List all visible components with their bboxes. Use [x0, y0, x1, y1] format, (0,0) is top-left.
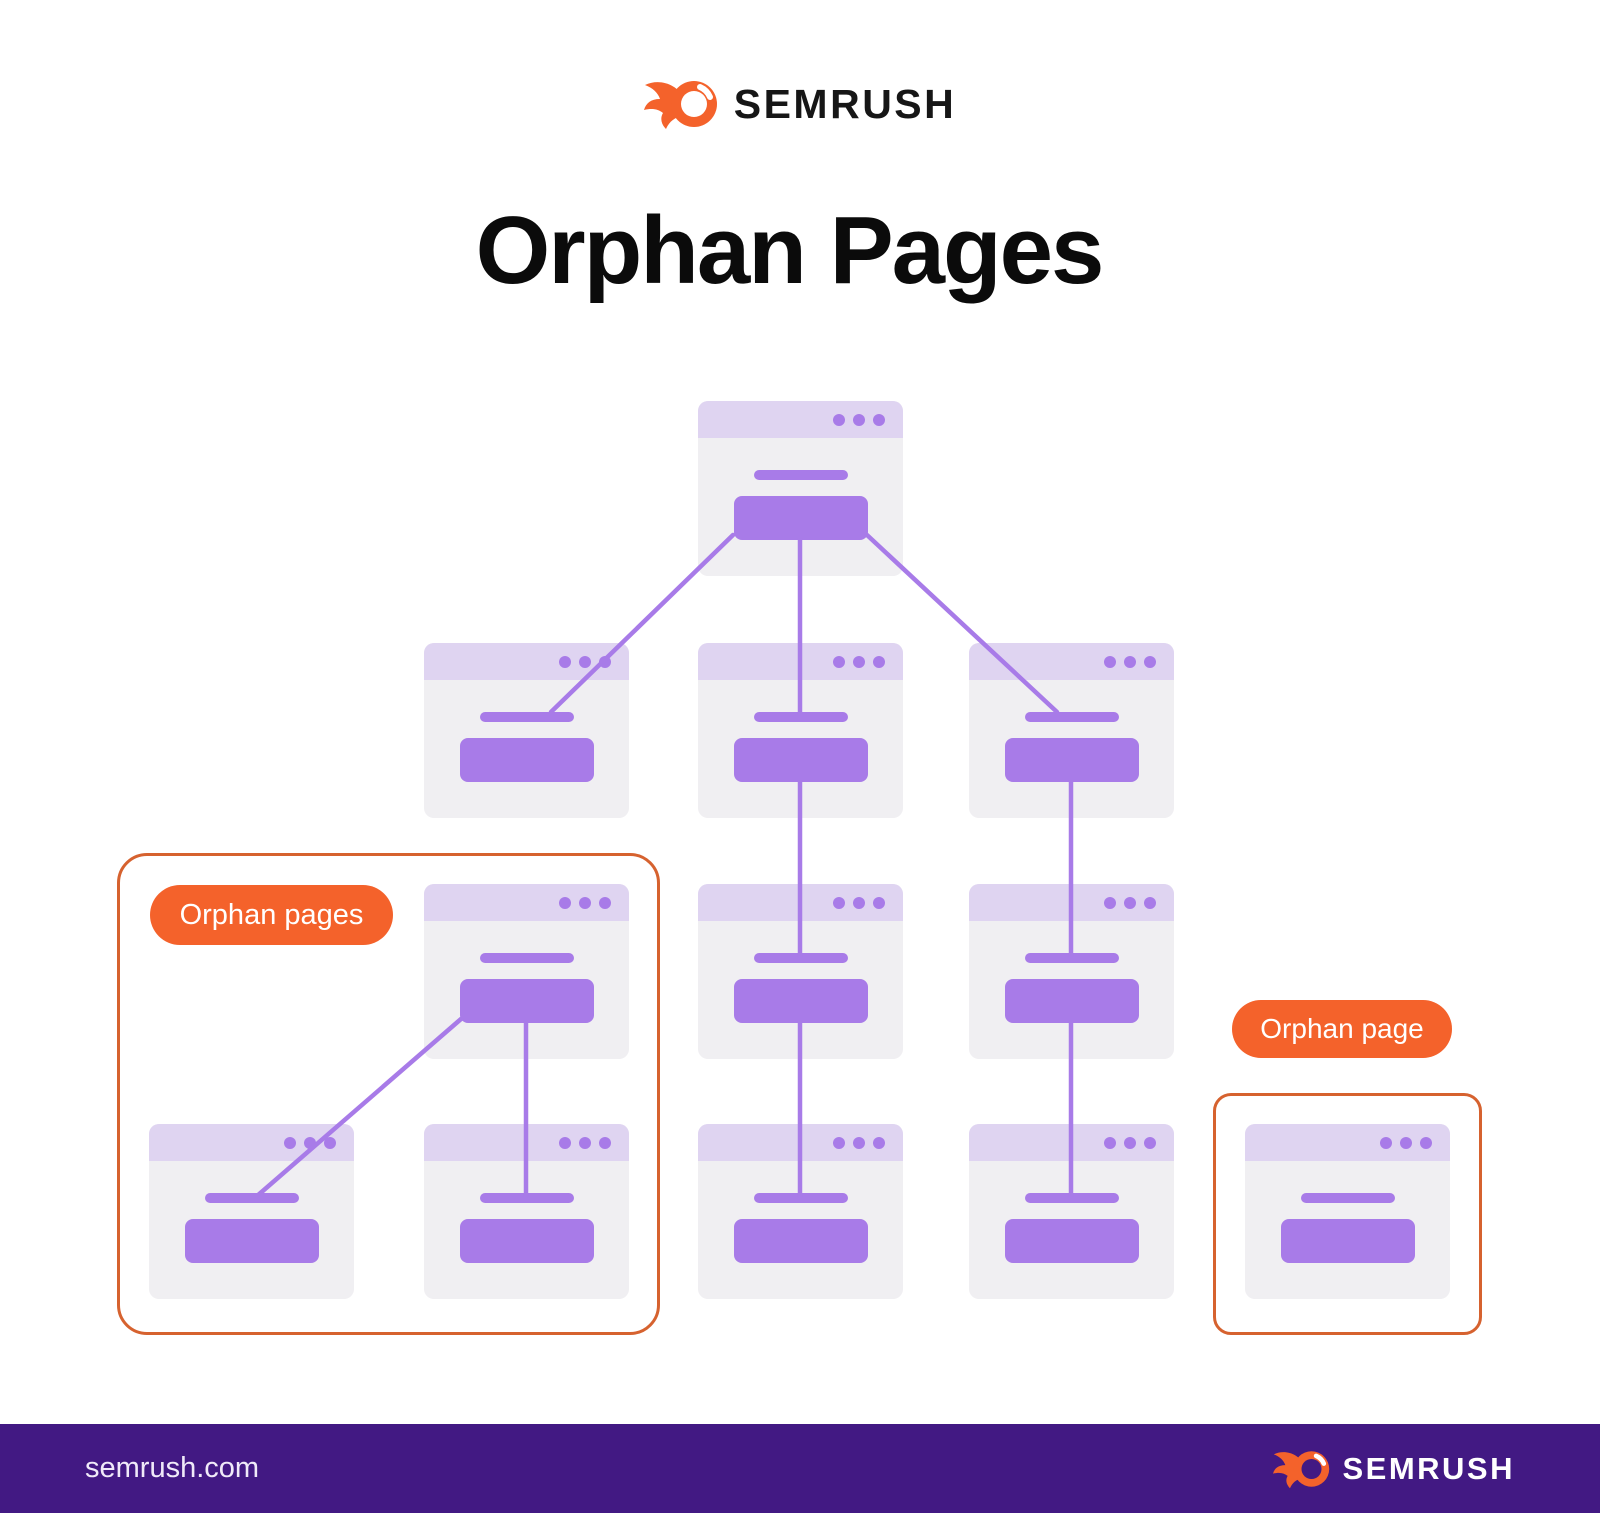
window-dot-icon	[579, 1136, 591, 1149]
window-dot-icon	[1400, 1136, 1412, 1149]
semrush-fireball-icon	[1273, 1450, 1330, 1488]
window-dot-icon	[579, 655, 591, 668]
window-titlebar	[698, 643, 903, 680]
window-dot-icon	[833, 655, 845, 668]
window-dot-icon	[1104, 1136, 1116, 1149]
window-dot-icon	[1104, 655, 1116, 668]
window-dot-icon	[579, 896, 591, 909]
window-dot-icon	[324, 1136, 336, 1149]
browser-card-orphan-child-1	[149, 1124, 354, 1299]
text-placeholder-bar	[1024, 1193, 1119, 1203]
window-dot-icon	[1144, 655, 1156, 668]
text-placeholder-bar	[1300, 1193, 1395, 1203]
text-placeholder-bar	[1024, 953, 1119, 963]
window-dot-icon	[873, 1136, 885, 1149]
text-placeholder-bar	[1024, 712, 1119, 722]
content-block	[459, 1219, 594, 1263]
window-dot-icon	[559, 655, 571, 668]
window-dot-icon	[1124, 655, 1136, 668]
window-titlebar	[1245, 1124, 1450, 1161]
window-titlebar	[424, 1124, 629, 1161]
content-block	[459, 738, 594, 782]
semrush-fireball-icon	[643, 81, 717, 129]
page-title: Orphan Pages	[475, 197, 1105, 304]
window-titlebar	[424, 643, 629, 680]
content-block	[1280, 1219, 1415, 1263]
browser-card-home	[698, 401, 903, 576]
window-dot-icon	[873, 413, 885, 426]
text-placeholder-bar	[479, 712, 574, 722]
window-titlebar	[424, 884, 629, 921]
content-block	[733, 979, 868, 1023]
semrush-wordmark: SEMRUSH	[733, 80, 957, 127]
window-dot-icon	[1144, 896, 1156, 909]
window-titlebar	[698, 401, 903, 438]
window-dot-icon	[599, 655, 611, 668]
window-dot-icon	[1124, 1136, 1136, 1149]
content-block	[1004, 1219, 1139, 1263]
browser-card-section-left	[424, 643, 629, 818]
text-placeholder-bar	[753, 953, 848, 963]
content-block	[184, 1219, 319, 1263]
text-placeholder-bar	[479, 1193, 574, 1203]
orphan-page-label: Orphan page	[1232, 1000, 1452, 1058]
window-dot-icon	[833, 896, 845, 909]
browser-card-orphan-single	[1245, 1124, 1450, 1299]
footer-semrush-logo: SEMRUSH	[1273, 1449, 1515, 1489]
footer-bar: semrush.com SEMRUSH	[0, 1424, 1600, 1513]
orphan-page-outline-box	[1213, 1093, 1482, 1335]
fireball-highlight	[1314, 1453, 1327, 1466]
window-dot-icon	[284, 1136, 296, 1149]
window-dot-icon	[599, 896, 611, 909]
browser-card-section-right	[969, 643, 1174, 818]
window-dot-icon	[853, 655, 865, 668]
window-dot-icon	[853, 413, 865, 426]
text-placeholder-bar	[753, 1193, 848, 1203]
content-block	[1004, 979, 1139, 1023]
window-dot-icon	[559, 1136, 571, 1149]
browser-card-page-center-3	[698, 884, 903, 1059]
window-titlebar	[698, 1124, 903, 1161]
window-dot-icon	[1124, 896, 1136, 909]
window-titlebar	[969, 884, 1174, 921]
browser-card-section-center	[698, 643, 903, 818]
window-titlebar	[969, 643, 1174, 680]
text-placeholder-bar	[753, 712, 848, 722]
browser-card-orphan-root	[424, 884, 629, 1059]
window-dot-icon	[833, 413, 845, 426]
window-titlebar	[698, 884, 903, 921]
browser-card-page-right-4	[969, 1124, 1174, 1299]
text-placeholder-bar	[479, 953, 574, 963]
content-block	[733, 1219, 868, 1263]
orphan-pages-outline-box	[117, 853, 660, 1335]
content-block	[733, 496, 868, 540]
window-dot-icon	[1104, 896, 1116, 909]
window-dot-icon	[1380, 1136, 1392, 1149]
window-dot-icon	[853, 896, 865, 909]
window-dot-icon	[873, 655, 885, 668]
window-dot-icon	[304, 1136, 316, 1149]
window-dot-icon	[1144, 1136, 1156, 1149]
orphan-pages-label: Orphan pages	[150, 885, 393, 945]
browser-card-page-right-3	[969, 884, 1174, 1059]
window-titlebar	[969, 1124, 1174, 1161]
browser-card-orphan-child-2	[424, 1124, 629, 1299]
window-dot-icon	[599, 1136, 611, 1149]
window-dot-icon	[833, 1136, 845, 1149]
content-block	[459, 979, 594, 1023]
window-dot-icon	[1420, 1136, 1432, 1149]
footer-website: semrush.com	[85, 1452, 260, 1484]
text-placeholder-bar	[204, 1193, 299, 1203]
fireball-highlight	[696, 84, 713, 100]
content-block	[733, 738, 868, 782]
semrush-logo: SEMRUSH	[0, 78, 1600, 130]
window-dot-icon	[873, 896, 885, 909]
window-titlebar	[149, 1124, 354, 1161]
semrush-wordmark: SEMRUSH	[1342, 1450, 1515, 1486]
browser-card-page-center-4	[698, 1124, 903, 1299]
text-placeholder-bar	[753, 470, 848, 480]
window-dot-icon	[559, 896, 571, 909]
window-dot-icon	[853, 1136, 865, 1149]
content-block	[1004, 738, 1139, 782]
